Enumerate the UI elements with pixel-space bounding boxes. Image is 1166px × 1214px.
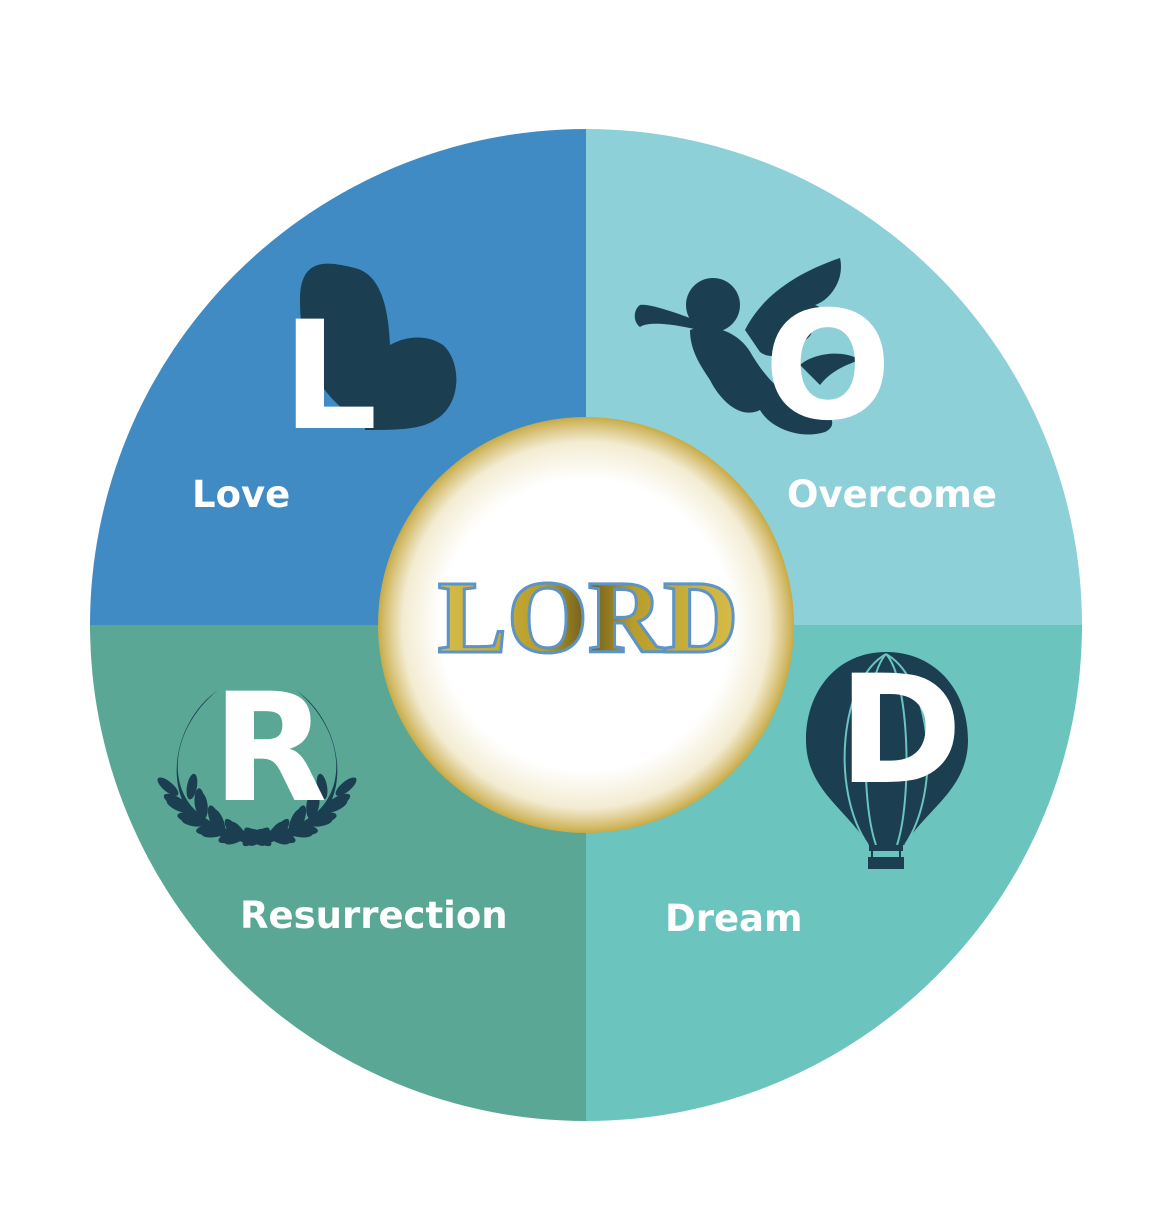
dream-label: Dream [665, 897, 803, 940]
laurel-leaf [157, 777, 179, 796]
overcome-letter: O [764, 280, 892, 454]
dream-letter: D [838, 644, 963, 818]
laurel-leaf [326, 793, 351, 809]
laurel-wreath-icon [157, 690, 357, 847]
laurel-leaf [293, 805, 307, 831]
laurel-leaf [163, 793, 188, 809]
laurel-leaf [272, 818, 290, 842]
love-label: Love [192, 473, 290, 516]
hot-air-balloon-icon [806, 652, 968, 869]
laurel-leaf [335, 777, 357, 796]
laurel-leaf [309, 788, 320, 815]
center-medallion [378, 417, 794, 833]
laurel-leaf [177, 812, 203, 824]
overcome-label: Overcome [787, 473, 997, 516]
laurel-leaf [207, 805, 221, 831]
laurel-leaf [194, 788, 205, 815]
resurrection-letter: R [212, 662, 328, 836]
laurel-leaf [224, 818, 242, 842]
laurel-leaf [244, 827, 266, 846]
laurel-leaf [316, 773, 328, 800]
resurrection-label: Resurrection [240, 894, 508, 937]
laurel-leaf [311, 812, 337, 824]
heart-icon [300, 263, 457, 430]
laurel-leaf [186, 773, 198, 800]
angel-trumpet-icon [634, 258, 860, 435]
center-word: LORD [438, 560, 738, 675]
love-letter: L [282, 290, 378, 464]
